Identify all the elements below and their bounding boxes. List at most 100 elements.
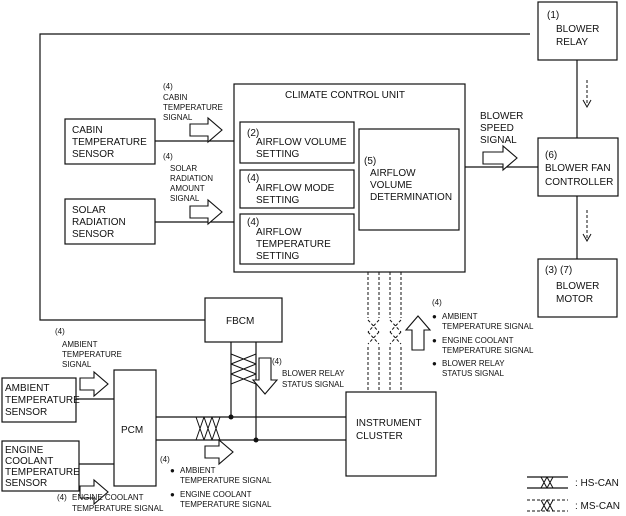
signal-text: TEMPERATURE SIGNAL bbox=[442, 346, 534, 355]
airflow-volume-setting-label: AIRFLOW VOLUME bbox=[256, 137, 347, 148]
airflow-volume-determination-box: (5) AIRFLOW VOLUME DETERMINATION bbox=[358, 128, 460, 231]
airflow-temperature-setting-label: SETTING bbox=[256, 251, 300, 262]
airflow-mode-setting-number: (4) bbox=[247, 173, 259, 184]
coolant-signal-arrow bbox=[79, 478, 109, 506]
airflow-temperature-setting-label: AIRFLOW bbox=[256, 227, 302, 238]
signal-text: TEMPERATURE bbox=[163, 103, 223, 112]
engine-coolant-sensor-label: COOLANT bbox=[5, 456, 53, 467]
engine-coolant-signal-label: (4) ENGINE COOLANT TEMPERATURE SIGNAL bbox=[57, 493, 164, 513]
signal-text: TEMPERATURE SIGNAL bbox=[72, 504, 164, 513]
hs-can-twist-horizontal bbox=[195, 416, 221, 441]
ambient-sensor-label: AMBIENT bbox=[5, 383, 49, 394]
ambient-sensor-label: SENSOR bbox=[5, 407, 47, 418]
signal-text: SPEED bbox=[480, 123, 514, 134]
signal-text: AMBIENT bbox=[180, 466, 216, 475]
signal-text: TEMPERATURE SIGNAL bbox=[180, 476, 272, 485]
hs-can-legend-symbol bbox=[527, 476, 568, 489]
solar-radiation-sensor-box: SOLAR RADIATION SENSOR bbox=[64, 198, 156, 245]
engine-coolant-sensor-label: ENGINE bbox=[5, 445, 44, 456]
fbcm-label: FBCM bbox=[226, 316, 254, 327]
dashed-arrow-down bbox=[582, 210, 592, 243]
signal-text: TEMPERATURE SIGNAL bbox=[442, 322, 534, 331]
blower-fan-controller-box: (6) BLOWER FAN CONTROLLER bbox=[537, 137, 619, 197]
signal-text: SIGNAL bbox=[480, 135, 517, 146]
instrument-cluster-box: INSTRUMENT CLUSTER bbox=[345, 391, 437, 477]
bullet-icon: ● bbox=[170, 490, 175, 499]
signal-number: (4) bbox=[272, 357, 282, 366]
pcm-box: PCM bbox=[113, 369, 157, 487]
signal-text: STATUS SIGNAL bbox=[282, 380, 344, 389]
ms-can-legend-symbol bbox=[527, 499, 568, 512]
junction-dot bbox=[228, 414, 234, 420]
ambient-temperature-signal-label: (4) AMBIENT TEMPERATURE SIGNAL bbox=[55, 327, 122, 369]
ambient-sensor-label: TEMPERATURE bbox=[5, 395, 80, 406]
blower-fan-controller-label: BLOWER FAN bbox=[545, 163, 611, 174]
blower-relay-number: (1) bbox=[547, 10, 559, 21]
signal-text: STATUS SIGNAL bbox=[442, 369, 504, 378]
cabin-temperature-signal-label: (4) CABIN TEMPERATURE SIGNAL bbox=[163, 82, 223, 122]
airflow-mode-setting-box: (4) AIRFLOW MODE SETTING bbox=[239, 169, 355, 209]
hs-can-twist-vertical bbox=[230, 353, 257, 385]
signal-number: (4) bbox=[163, 82, 173, 91]
pcm-cluster-signal-arrow bbox=[204, 438, 234, 466]
climate-control-unit-box: CLIMATE CONTROL UNIT (2) AIRFLOW VOLUME … bbox=[233, 83, 466, 273]
climate-control-unit-title: CLIMATE CONTROL UNIT bbox=[285, 90, 405, 101]
blower-relay-label: BLOWER bbox=[556, 24, 599, 35]
airflow-temperature-setting-box: (4) AIRFLOW TEMPERATURE SETTING bbox=[239, 213, 355, 265]
signal-text: ENGINE COOLANT bbox=[180, 490, 252, 499]
ambient-temperature-sensor-box: AMBIENT TEMPERATURE SENSOR bbox=[1, 377, 80, 423]
signal-text: ENGINE COOLANT bbox=[72, 493, 144, 502]
blower-speed-signal-label: BLOWER SPEED SIGNAL bbox=[480, 111, 523, 146]
signal-text: AMBIENT bbox=[62, 340, 98, 349]
fbcm-box: FBCM bbox=[204, 297, 283, 343]
junction-dot bbox=[253, 437, 259, 443]
airflow-volume-determination-label: AIRFLOW bbox=[370, 168, 416, 179]
signal-text: SIGNAL bbox=[163, 113, 193, 122]
blower-motor-label: MOTOR bbox=[556, 294, 593, 305]
blower-fan-controller-label: CONTROLLER bbox=[545, 177, 613, 188]
solar-sensor-label: SENSOR bbox=[72, 229, 114, 240]
engine-coolant-sensor-label: TEMPERATURE bbox=[5, 467, 80, 478]
cluster-to-ccu-signal-label: (4) ● AMBIENT TEMPERATURE SIGNAL ● ENGIN… bbox=[432, 298, 534, 378]
signal-number: (4) bbox=[432, 298, 442, 307]
pcm-to-cluster-signal-label: (4) ● AMBIENT TEMPERATURE SIGNAL ● ENGIN… bbox=[160, 455, 272, 509]
airflow-volume-setting-label: SETTING bbox=[256, 149, 300, 160]
solar-signal-arrow bbox=[189, 198, 223, 226]
hs-can-legend-label: : HS-CAN bbox=[575, 478, 619, 489]
airflow-temperature-setting-label: TEMPERATURE bbox=[256, 239, 331, 250]
signal-number: (4) bbox=[55, 327, 65, 336]
signal-text: SIGNAL bbox=[62, 360, 92, 369]
blower-motor-box: (3) (7) BLOWER MOTOR bbox=[537, 258, 618, 318]
signal-text: AMOUNT bbox=[170, 184, 205, 193]
relay-loop-wire bbox=[39, 33, 530, 321]
blower-motor-number: (3) (7) bbox=[545, 265, 572, 276]
airflow-mode-setting-label: SETTING bbox=[256, 195, 300, 206]
cabin-sensor-label: SENSOR bbox=[72, 149, 114, 160]
cabin-sensor-label: TEMPERATURE bbox=[72, 137, 147, 148]
airflow-mode-setting-label: AIRFLOW MODE bbox=[256, 183, 335, 194]
instrument-cluster-label: CLUSTER bbox=[356, 431, 403, 442]
signal-number: (4) bbox=[57, 493, 67, 502]
cabin-sensor-label: CABIN bbox=[72, 125, 103, 136]
blower-speed-arrow bbox=[482, 144, 518, 172]
cabin-signal-arrow bbox=[189, 116, 223, 144]
signal-text: BLOWER RELAY bbox=[282, 369, 345, 378]
bullet-icon: ● bbox=[170, 466, 175, 475]
ms-can-legend-label: : MS-CAN bbox=[575, 501, 620, 512]
ambient-signal-arrow bbox=[79, 370, 109, 398]
dashed-arrow-down bbox=[582, 80, 592, 109]
solar-radiation-signal-label: (4) SOLAR RADIATION AMOUNT SIGNAL bbox=[163, 152, 213, 203]
blower-relay-label: RELAY bbox=[556, 37, 588, 48]
engine-coolant-sensor-label: SENSOR bbox=[5, 478, 47, 489]
blower-relay-status-signal-label: (4) BLOWER RELAY STATUS SIGNAL bbox=[272, 357, 345, 389]
solar-sensor-label: RADIATION bbox=[72, 217, 126, 228]
solar-sensor-label: SOLAR bbox=[72, 205, 106, 216]
blower-fan-controller-number: (6) bbox=[545, 150, 557, 161]
pcm-label: PCM bbox=[121, 425, 143, 436]
airflow-temperature-setting-number: (4) bbox=[247, 217, 259, 228]
airflow-volume-determination-label: VOLUME bbox=[370, 180, 413, 191]
blower-relay-box: (1) BLOWER RELAY bbox=[537, 1, 618, 61]
airflow-volume-setting-number: (2) bbox=[247, 128, 259, 139]
signal-number: (4) bbox=[163, 152, 173, 161]
